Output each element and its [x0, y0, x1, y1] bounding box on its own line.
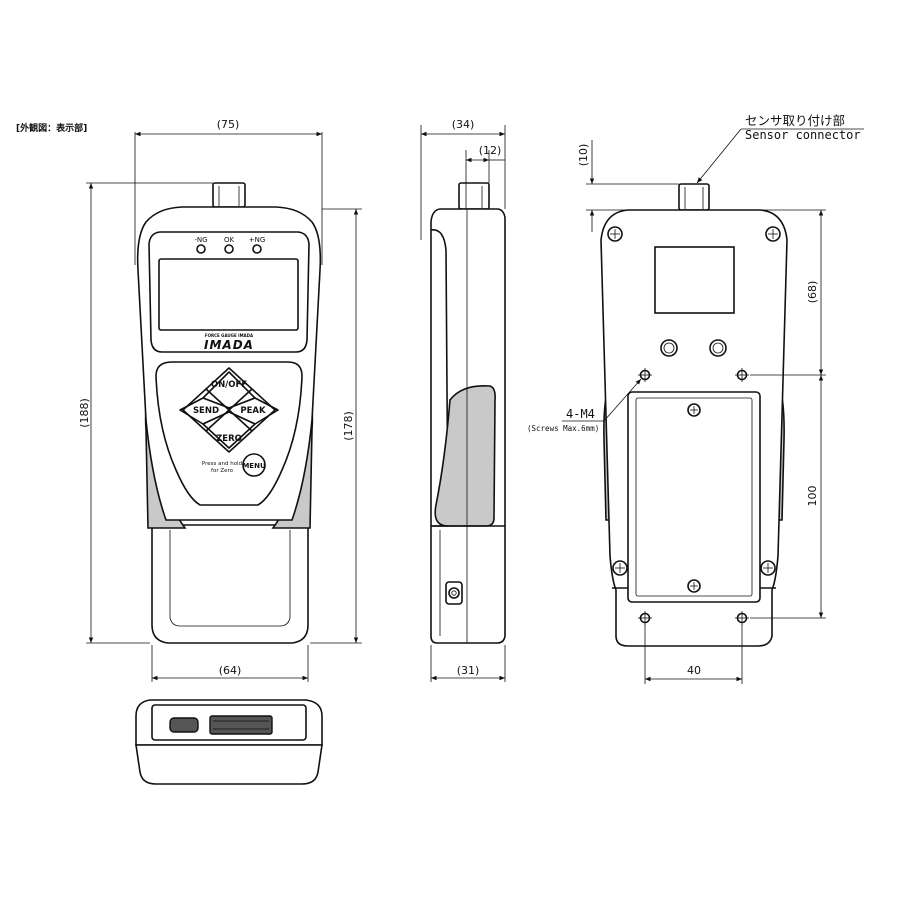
- back-connector: [678, 183, 710, 211]
- led-minus-ng: [196, 244, 206, 254]
- led-ok: [224, 244, 234, 254]
- m4-hole-top-right: [735, 368, 749, 382]
- brand-logo: IMADA: [204, 338, 254, 352]
- side-dim-height: (178): [342, 411, 355, 441]
- back-view: センサ取り付け部 Sensor connector (10) (68) 100 …: [527, 113, 864, 684]
- front-dim-width: (75): [217, 118, 240, 131]
- corner-screw-top-right: [765, 226, 781, 242]
- front-dim-bottom-width: (64): [219, 664, 242, 677]
- front-connector: [212, 182, 246, 208]
- sensor-label-en: Sensor connector: [745, 128, 861, 142]
- side-dim-connector: (12): [479, 144, 502, 157]
- header-label: [外観図：表示部]: [16, 122, 87, 134]
- battery-cover: [627, 391, 761, 603]
- m4-hole-bottom-left: [638, 611, 652, 625]
- menu-label: MENU: [242, 462, 266, 470]
- front-lower-body: [151, 524, 309, 644]
- corner-screw-top-left: [607, 226, 623, 242]
- zero-label: ZERO: [216, 434, 242, 444]
- screw-label: 4-M4: [566, 407, 595, 421]
- front-dim-height: (188): [78, 398, 91, 428]
- direction-keypad: ON/OFF SEND PEAK ZERO: [179, 367, 279, 453]
- menu-note-line1: Press and hold: [202, 461, 242, 467]
- sensor-label-jp: センサ取り付け部: [745, 113, 845, 128]
- side-connector: [458, 182, 490, 210]
- brand-small-text: FORCE GAUGE IMADA: [205, 333, 254, 338]
- led-label-minus-ng: -NG: [194, 236, 207, 244]
- back-dim-top: (10): [577, 144, 590, 167]
- led-plus-ng: [252, 244, 262, 254]
- side-view: (34) (12) (178) (31): [310, 118, 506, 682]
- side-grip: [434, 384, 496, 527]
- back-dim-hole-vertical: 100: [806, 486, 819, 507]
- menu-note-line2: for Zero: [211, 468, 234, 474]
- m4-hole-top-left: [638, 368, 652, 382]
- side-dim-bottom: (31): [457, 664, 480, 677]
- led-label-plus-ng: +NG: [249, 236, 266, 244]
- side-dim-depth: (34): [452, 118, 475, 131]
- back-dim-upper: (68): [806, 281, 819, 304]
- front-view: -NG OK +NG FORCE GAUGE IMADA IMADA ON/OF…: [78, 118, 323, 682]
- m4-hole-bottom-right: [735, 611, 749, 625]
- send-label: SEND: [193, 406, 219, 416]
- back-dim-hole-horizontal: 40: [687, 664, 701, 677]
- menu-button[interactable]: [242, 453, 266, 477]
- corner-screw-bottom-left: [612, 560, 628, 576]
- back-label-area: [654, 246, 735, 314]
- corner-screw-bottom-right: [760, 560, 776, 576]
- front-lcd-screen: [158, 258, 299, 331]
- screw-note: (Screws Max.6mm): [527, 424, 599, 433]
- on-off-label: ON/OFF: [211, 380, 247, 390]
- bottom-view: [135, 699, 323, 785]
- peak-label: PEAK: [240, 406, 266, 416]
- led-label-ok: OK: [224, 236, 235, 244]
